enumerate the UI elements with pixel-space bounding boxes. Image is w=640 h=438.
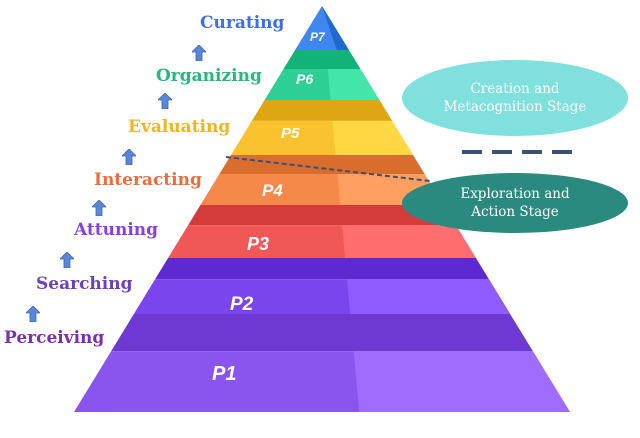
- stage-label-perceiving: Perceiving: [4, 328, 105, 348]
- exploration-action-stage: Exploration and Action Stage: [402, 173, 628, 233]
- tier-p7-label: P7: [310, 30, 326, 44]
- tier-p2-ledge: [155, 258, 489, 280]
- up-arrow-icon: [92, 200, 106, 216]
- up-arrow-icon: [122, 149, 136, 165]
- tier-p3-highlight: [342, 225, 476, 258]
- stage-label-interacting: Interacting: [94, 170, 202, 190]
- tier-p5-ledge: [251, 100, 393, 121]
- tier-p4-ledge: [219, 155, 425, 174]
- creation-metacognition-stage: Creation and Metacognition Stage: [402, 60, 628, 136]
- tier-p6-label: P6: [296, 71, 313, 87]
- up-arrow-icon: [60, 252, 74, 268]
- tier-p2-highlight: [347, 279, 511, 314]
- tier-p1-highlight: [353, 351, 570, 412]
- tier-p5-highlight: [332, 120, 414, 155]
- tier-p5-label: P5: [281, 125, 300, 142]
- stage-label-curating: Curating: [200, 13, 285, 33]
- pyramid-stage-divider: [225, 156, 431, 182]
- stage-label-attuning: Attuning: [74, 220, 159, 240]
- up-arrow-icon: [192, 45, 206, 61]
- tier-p6-ledge: [283, 50, 361, 69]
- tier-p1-ledge: [111, 314, 533, 352]
- up-arrow-icon: [158, 93, 172, 109]
- exploration-stage-label: Exploration and Action Stage: [460, 185, 570, 220]
- tier-p2-label: P2: [230, 294, 254, 315]
- tier-p4-label: P4: [262, 181, 283, 200]
- tier-p6-highlight: [327, 69, 380, 100]
- up-arrow-icon: [26, 306, 40, 322]
- stage-label-searching: Searching: [36, 274, 133, 294]
- creation-stage-label: Creation and Metacognition Stage: [443, 80, 587, 115]
- tier-p7-side: [322, 6, 349, 50]
- tier-p3-ledge: [188, 205, 456, 226]
- stage-label-evaluating: Evaluating: [128, 117, 231, 137]
- tier-p1-label: P1: [212, 363, 236, 385]
- stage-label-organizing: Organizing: [156, 66, 262, 86]
- tier-p3-label: P3: [247, 234, 269, 254]
